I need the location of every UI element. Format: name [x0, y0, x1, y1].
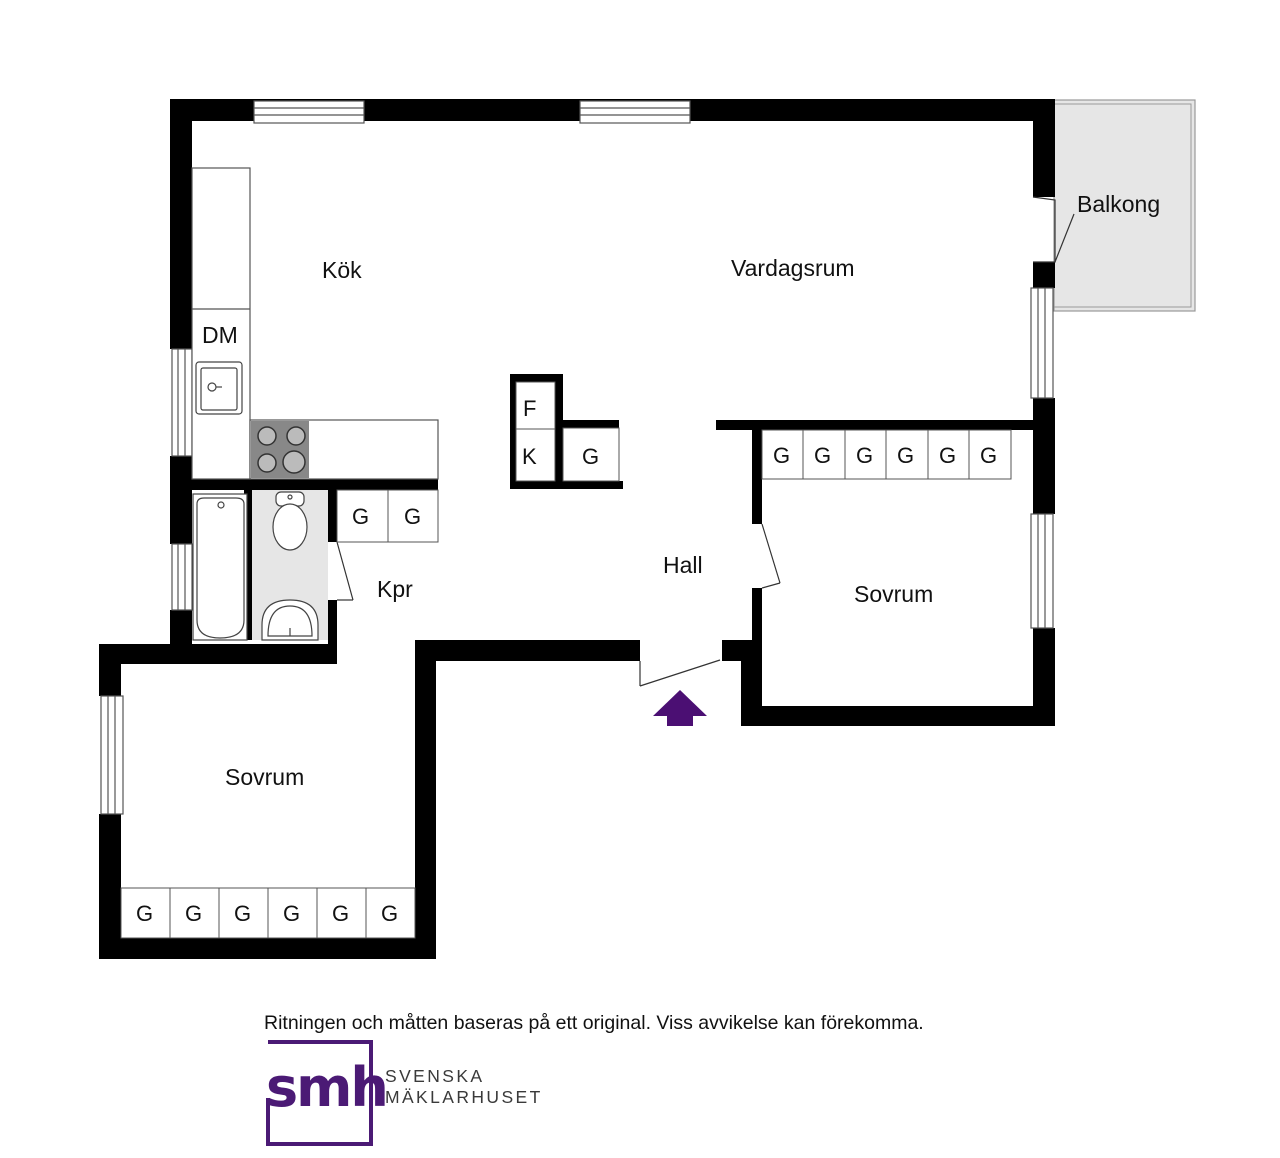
balcony-railing — [1053, 103, 1192, 308]
closet-label-g: G — [352, 504, 369, 529]
room-label-kok: Kök — [322, 257, 362, 283]
sink-icon — [195, 361, 243, 415]
floor-plan: Kök Vardagsrum Balkong DM Kpr Hall Sovru… — [99, 99, 1196, 959]
walls — [99, 99, 1055, 959]
closet-label-g: G — [939, 443, 956, 468]
closet-label-g: G — [814, 443, 831, 468]
room-label-sovrum-left: Sovrum — [225, 764, 304, 790]
washbasin-icon — [261, 599, 319, 641]
closet-label-g: G — [283, 901, 300, 926]
closet-label-g: G — [897, 443, 914, 468]
closet-label-g: G — [185, 901, 202, 926]
balcony-area — [1053, 99, 1196, 312]
entrance-arrow-icon — [653, 690, 707, 726]
brand-name: SVENSKA MÄKLARHUSET — [385, 1066, 543, 1108]
brand-line-1: SVENSKA — [385, 1066, 485, 1086]
disclaimer-text: Ritningen och måtten baseras på ett orig… — [264, 1012, 924, 1034]
closet-label-g: G — [980, 443, 997, 468]
brand-line-2: MÄKLARHUSET — [385, 1087, 543, 1107]
closet-label-g: G — [136, 901, 153, 926]
stove-icon — [251, 421, 309, 478]
toilet-icon — [272, 491, 308, 551]
room-label-kpr: Kpr — [377, 576, 413, 602]
closets — [120, 381, 1012, 939]
doors — [336, 196, 1075, 687]
closet-label-f: F — [523, 396, 536, 421]
closet-label-g: G — [381, 901, 398, 926]
closet-label-k: K — [522, 444, 537, 469]
room-label-sovrum-right: Sovrum — [854, 581, 933, 607]
closet-label-g: G — [234, 901, 251, 926]
closet-label-g: G — [582, 444, 599, 469]
room-label-balkong: Balkong — [1077, 191, 1160, 217]
logo-text: smh — [266, 1056, 387, 1119]
closet-label-g: G — [404, 504, 421, 529]
room-label-vardagsrum: Vardagsrum — [731, 255, 855, 281]
room-label-hall: Hall — [663, 552, 703, 578]
closet-label-g: G — [773, 443, 790, 468]
bathtub-icon — [192, 493, 248, 641]
room-label-dm: DM — [202, 322, 238, 348]
windows — [100, 100, 1054, 815]
closet-label-g: G — [332, 901, 349, 926]
closet-label-g: G — [856, 443, 873, 468]
smh-logo-icon: smh — [266, 1040, 389, 1146]
